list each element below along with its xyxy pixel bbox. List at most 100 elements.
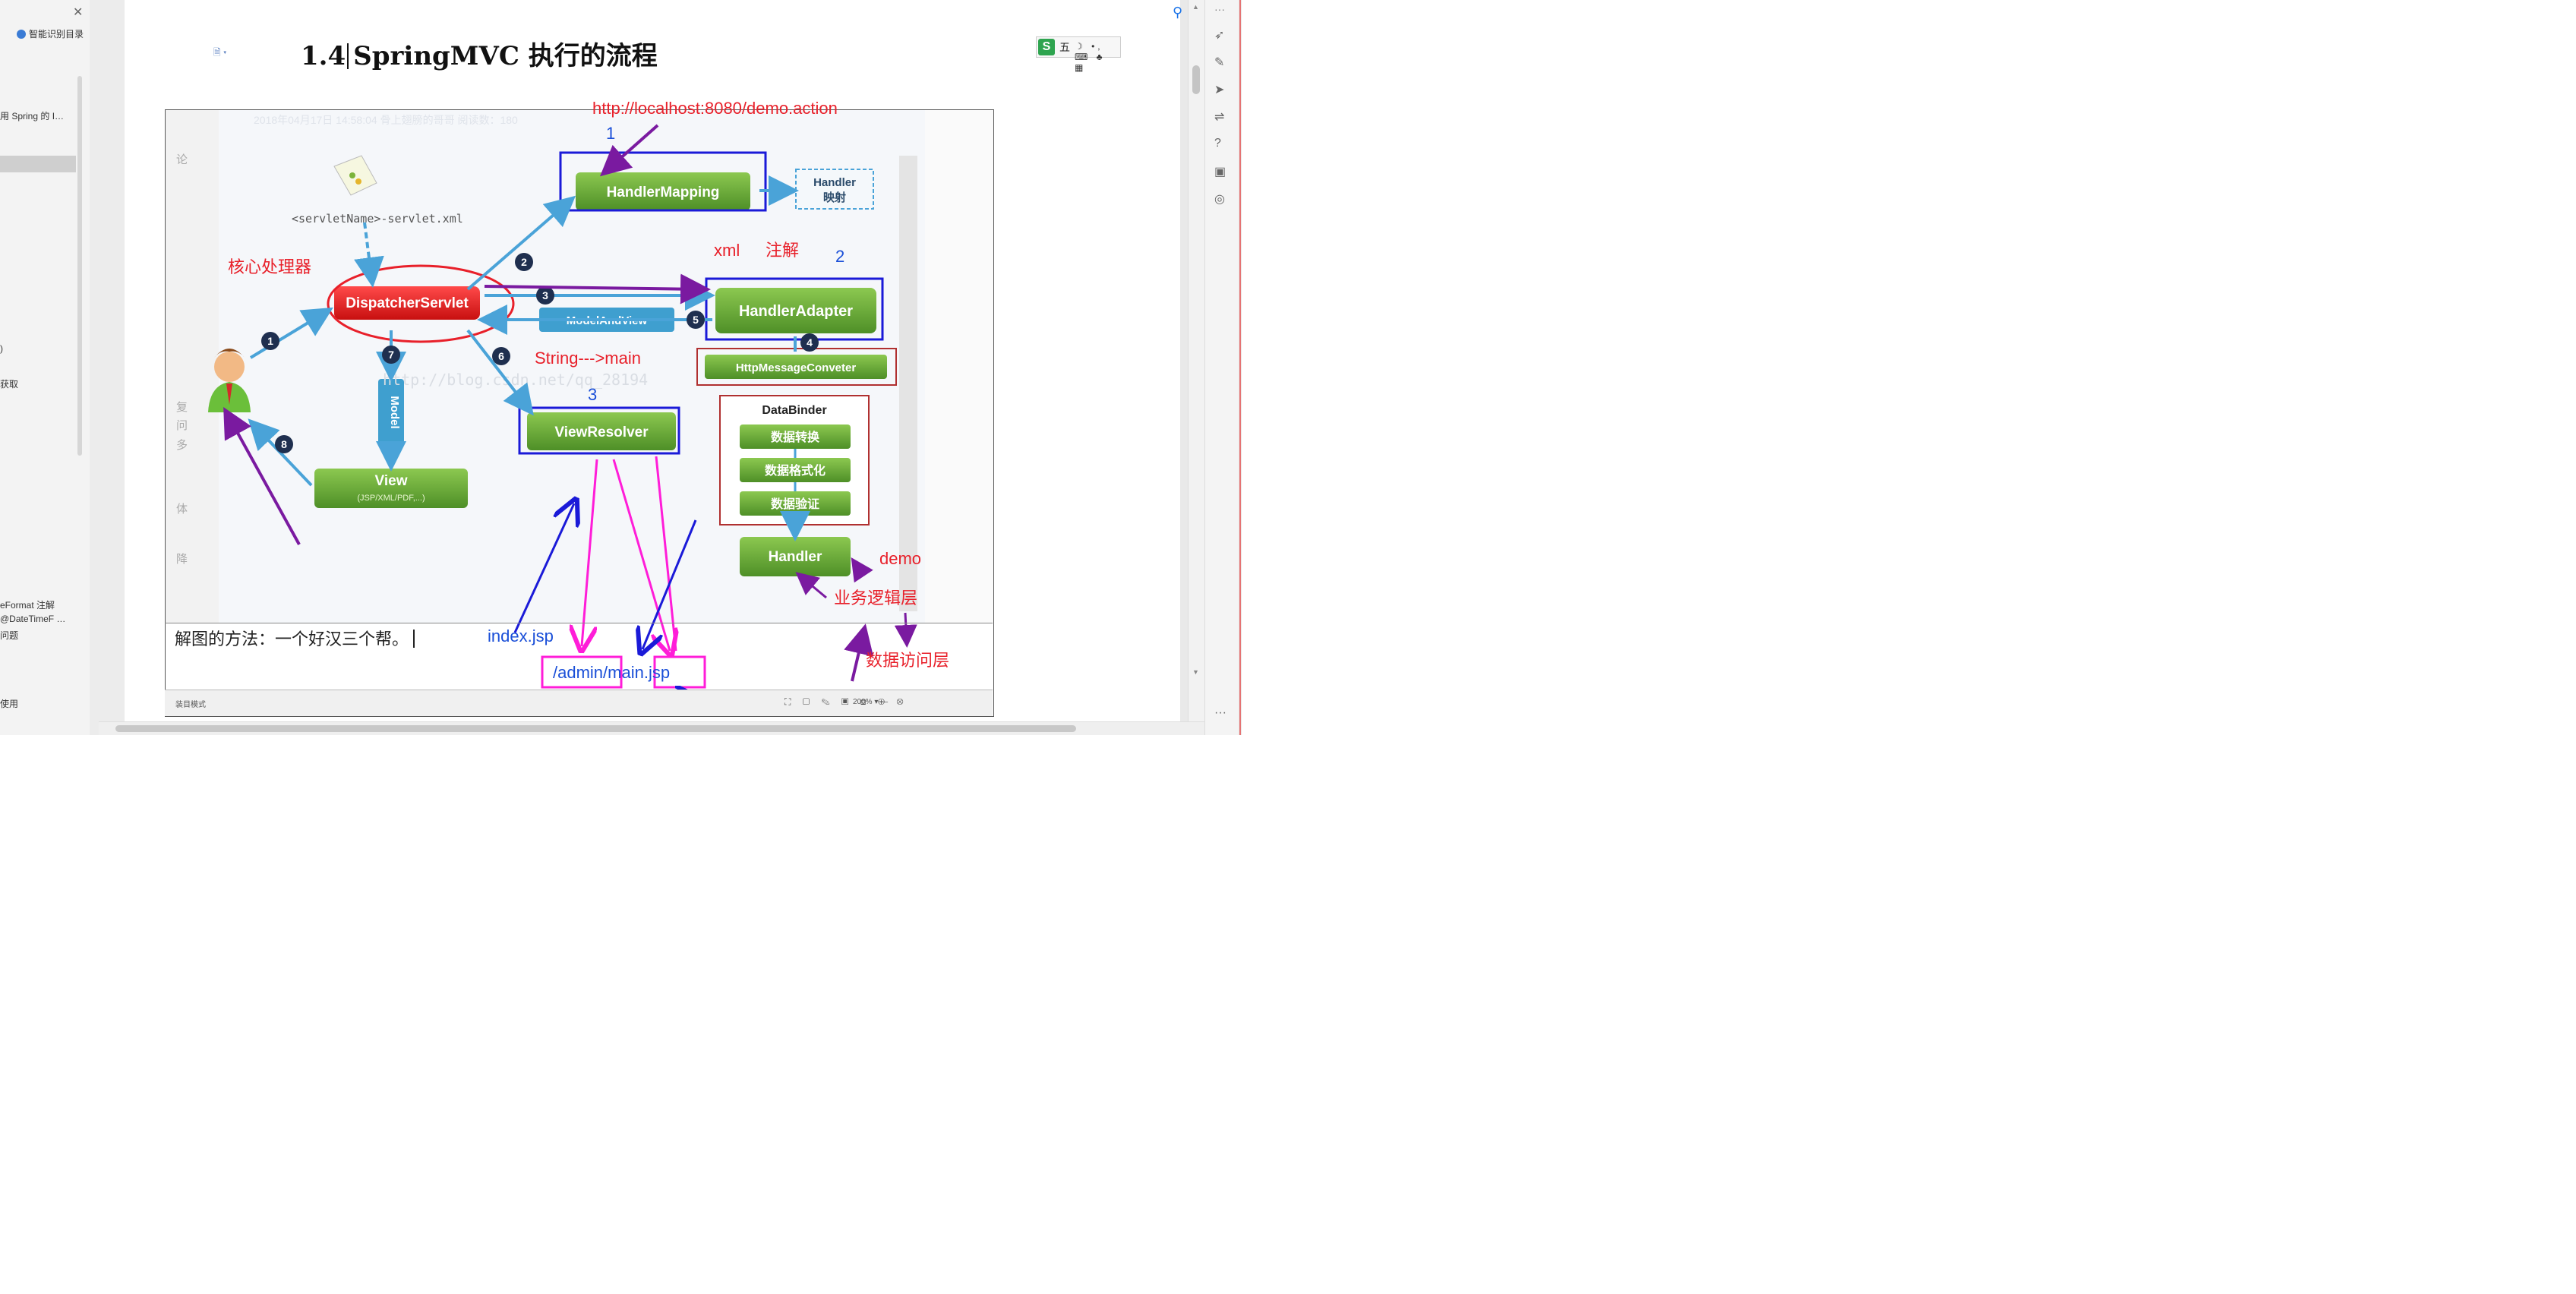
horizontal-scrollbar[interactable] <box>99 721 1204 735</box>
view-sublabel: (JSP/XML/PDF,...) <box>357 494 425 503</box>
business-layer-note: 业务逻辑层 <box>834 589 917 608</box>
side-char: 问 <box>176 419 188 432</box>
binder-item-label: 数据验证 <box>771 497 819 511</box>
step-number: 1 <box>267 335 273 347</box>
outline-item[interactable]: 用 Spring 的 I… <box>0 111 65 122</box>
horizontal-scroll-thumb[interactable] <box>115 725 1076 732</box>
step-badge-3: 3 <box>536 286 554 305</box>
more-icon[interactable]: ··· <box>1214 3 1225 15</box>
step-badge-7: 7 <box>382 346 400 364</box>
overflow-icon[interactable]: ··· <box>1214 706 1226 719</box>
view-box <box>314 469 468 508</box>
smart-toc-icon <box>17 30 26 39</box>
model-label: Model <box>388 396 401 428</box>
handler-box-line1: Handler <box>813 176 856 189</box>
step-badge-5: 5 <box>687 311 705 329</box>
resolver-to-main-arrow <box>655 456 677 652</box>
url-annotation: http://localhost:8080/demo.action <box>592 99 838 118</box>
image-icon[interactable]: ▣ <box>1214 166 1226 178</box>
binder-item-box <box>740 491 851 516</box>
step-badge-8: 8 <box>275 435 293 453</box>
scroll-up-icon[interactable]: ▲ <box>1192 3 1199 11</box>
xml-note: xml <box>714 241 740 260</box>
xml-file-icon <box>333 155 377 196</box>
embedded-screenshot: 2018年04月17日 14:58:04 骨上翅膀的哥哥 阅读数：180 论 复… <box>165 109 994 717</box>
user-pointer-arrow <box>223 406 301 545</box>
http-converter-label: HttpMessageConveter <box>736 361 857 374</box>
data-access-layer-note: 数据访问层 <box>866 651 949 670</box>
layer-pointer-arrow <box>894 612 917 648</box>
handler-box-line2: 映射 <box>823 191 846 204</box>
margin-note-icon[interactable]: 🗎 ▾ <box>213 47 227 58</box>
watermark-blog: http://blog.csdn.net/qq_28194 <box>383 371 648 389</box>
ime-icons[interactable]: ☽ •, ⌨ ♣ ▦ <box>1075 41 1106 73</box>
view-resolver-highlight <box>518 406 680 455</box>
sogou-logo-icon: S <box>1038 39 1055 55</box>
outline-item[interactable]: 使用 <box>0 699 19 709</box>
caption-text[interactable]: 解图的方法：一个好汉三个帮。 <box>175 626 415 650</box>
adjust-icon[interactable]: ⇌ <box>1214 111 1225 124</box>
step-number: 7 <box>388 349 394 361</box>
vertical-scrollbar[interactable]: ▲ ▼ <box>1188 0 1205 721</box>
step-number: 8 <box>281 438 287 450</box>
side-char: 降 <box>176 553 188 566</box>
outline-item[interactable]: eFormat 注解 <box>0 600 55 611</box>
embedded-status-bar: 装目模式 ⛶ ▢ ✎ ▣ ⊡ ⊕ ⊗ 200% ▾ — <box>165 690 993 716</box>
step-number: 4 <box>807 336 813 349</box>
location-icon[interactable]: ◎ <box>1214 193 1225 206</box>
dispatcher-servlet-box <box>334 286 480 320</box>
pdf-reader-window: ✕ 智能识别目录 用 Spring 的 I… ) 获取 eFormat 注解 @… <box>0 0 1242 735</box>
mark-1: 1 <box>606 124 615 143</box>
window-edge <box>1239 0 1241 735</box>
data-binder-label: DataBinder <box>762 404 826 417</box>
side-char: 多 <box>176 439 188 452</box>
scroll-down-icon[interactable]: ▼ <box>1192 668 1199 676</box>
side-char: 论 <box>176 153 188 166</box>
demo-note: demo <box>879 549 921 568</box>
demo-pointer-arrow <box>851 557 873 583</box>
resolver-to-main-arrow <box>582 459 598 646</box>
ime-toolbar[interactable]: S 五 ☽ •, ⌨ ♣ ▦ <box>1036 36 1121 73</box>
step-badge-4: 4 <box>800 333 819 352</box>
outline-panel: ✕ 智能识别目录 用 Spring 的 I… ) 获取 eFormat 注解 @… <box>0 0 90 735</box>
outline-item[interactable]: @DateTimeF … <box>0 614 66 624</box>
location-pin-icon[interactable]: ⚲ <box>1173 5 1183 20</box>
url-note: http://localhost:8080/demo.action <box>592 99 838 118</box>
outline-item[interactable]: ) <box>0 343 3 354</box>
vertical-scroll-thumb[interactable] <box>1192 65 1200 94</box>
model-box <box>378 379 404 446</box>
binder-item-label: 数据转换 <box>771 430 820 444</box>
handler-adapter-box <box>715 288 876 333</box>
dispatch-pointer-arrow <box>484 273 711 305</box>
mark-2: 2 <box>835 247 844 266</box>
outline-selected-row[interactable] <box>0 156 76 172</box>
side-char: 体 <box>176 503 188 516</box>
ime-mode[interactable]: 五 <box>1059 41 1070 53</box>
step-badge-6: 6 <box>492 347 510 365</box>
step-badge-2: 2 <box>515 253 533 271</box>
view-resolver-box <box>527 412 676 450</box>
handler-mapping-highlight <box>559 151 767 212</box>
outline-item[interactable]: 获取 <box>0 379 19 390</box>
help-icon[interactable]: ? <box>1214 137 1221 150</box>
close-icon[interactable]: ✕ <box>73 6 84 19</box>
resolver-to-main-arrow <box>612 459 670 651</box>
step-number: 3 <box>542 289 548 301</box>
cursor-icon[interactable]: ➤ <box>1214 84 1225 96</box>
pen-icon[interactable]: ✎ <box>1214 56 1225 69</box>
outline-scrollbar[interactable] <box>77 76 82 456</box>
side-char: 复 <box>176 400 188 414</box>
springmvc-flow-diagram: 2018年04月17日 14:58:04 骨上翅膀的哥哥 阅读数：180 论 复… <box>166 110 993 716</box>
view-label: View <box>375 473 408 489</box>
step-number: 5 <box>693 314 699 326</box>
binder-item-box <box>740 458 851 482</box>
http-converter-box <box>705 355 887 379</box>
mark-3: 3 <box>588 385 597 404</box>
outline-item[interactable]: 问题 <box>0 630 19 641</box>
servlet-xml-label: <servletName>-servlet.xml <box>292 212 463 226</box>
share-icon[interactable]: ➶ <box>1214 29 1225 42</box>
outline-title[interactable]: 智能识别目录 <box>17 27 84 40</box>
annotation-note: 注解 <box>766 241 799 260</box>
index-arrow <box>513 503 574 633</box>
